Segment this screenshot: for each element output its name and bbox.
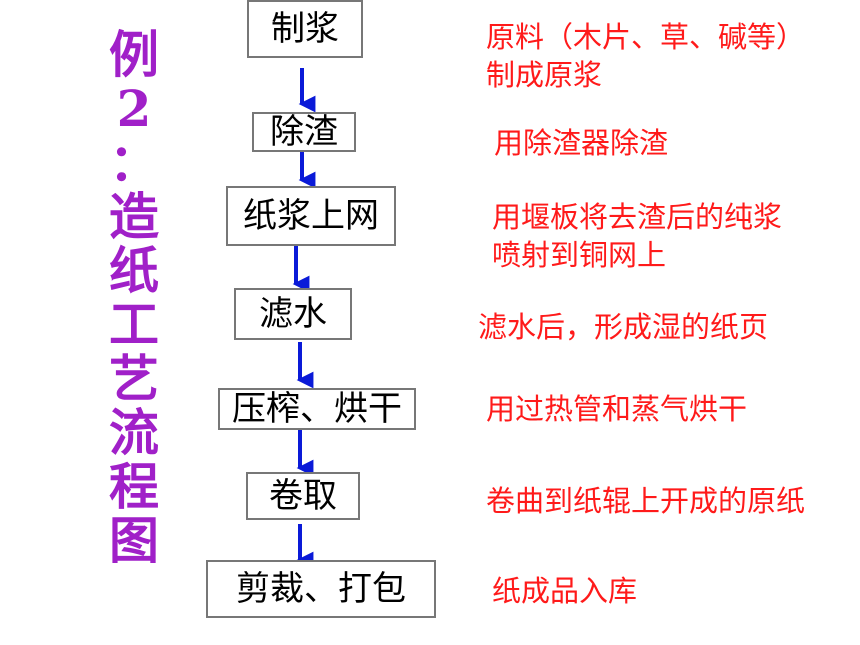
title-char: ： bbox=[109, 133, 159, 192]
desc-line: 用除渣器除渣 bbox=[494, 126, 669, 160]
desc-line: 制成原浆 bbox=[486, 58, 603, 92]
step-desc-pressing-drying: 用过热管和蒸气烘干 bbox=[486, 390, 747, 428]
desc-line: 滤水后，形成湿的纸页 bbox=[478, 310, 769, 344]
desc-line: 喷射到铜网上 bbox=[492, 238, 667, 272]
step-box-pressing-drying: 压榨、烘干 bbox=[218, 388, 416, 430]
step-box-reeling: 卷取 bbox=[246, 472, 360, 520]
desc-line: 用过热管和蒸气烘干 bbox=[486, 392, 748, 426]
step-box-cutting-packing: 剪裁、打包 bbox=[206, 560, 436, 618]
desc-line: 纸成品入库 bbox=[492, 574, 638, 608]
title-char: 纸 bbox=[109, 241, 159, 300]
step-desc-deslagging: 用除渣器除渣 bbox=[494, 124, 668, 162]
step-desc-forming: 用堰板将去渣后的纯浆 喷射到铜网上 bbox=[492, 198, 782, 274]
title-char: 流 bbox=[109, 403, 159, 462]
desc-line: 卷曲到纸辊上开成的原纸 bbox=[486, 484, 806, 518]
step-desc-draining: 滤水后，形成湿的纸页 bbox=[478, 308, 768, 346]
title-char: 例 bbox=[109, 25, 159, 84]
step-box-pulping: 制浆 bbox=[247, 0, 363, 58]
title-char: 2 bbox=[116, 79, 152, 138]
title-char: 工 bbox=[109, 295, 159, 354]
title-char: 程 bbox=[109, 457, 159, 516]
step-desc-pulping: 原料（木片、草、碱等） 制成原浆 bbox=[486, 18, 805, 94]
step-desc-cutting-packing: 纸成品入库 bbox=[492, 572, 637, 610]
diagram-title: 例 2 ： 造 纸 工 艺 流 程 图 bbox=[104, 28, 164, 568]
title-char: 造 bbox=[109, 187, 159, 246]
step-desc-reeling: 卷曲到纸辊上开成的原纸 bbox=[486, 482, 805, 520]
step-box-draining: 滤水 bbox=[234, 288, 352, 340]
desc-line: 用堰板将去渣后的纯浆 bbox=[492, 200, 783, 234]
step-box-forming: 纸浆上网 bbox=[226, 186, 396, 246]
title-char: 艺 bbox=[109, 349, 159, 408]
desc-line: 原料（木片、草、碱等） bbox=[486, 20, 806, 54]
step-box-deslagging: 除渣 bbox=[252, 112, 356, 152]
title-char: 图 bbox=[109, 511, 159, 570]
